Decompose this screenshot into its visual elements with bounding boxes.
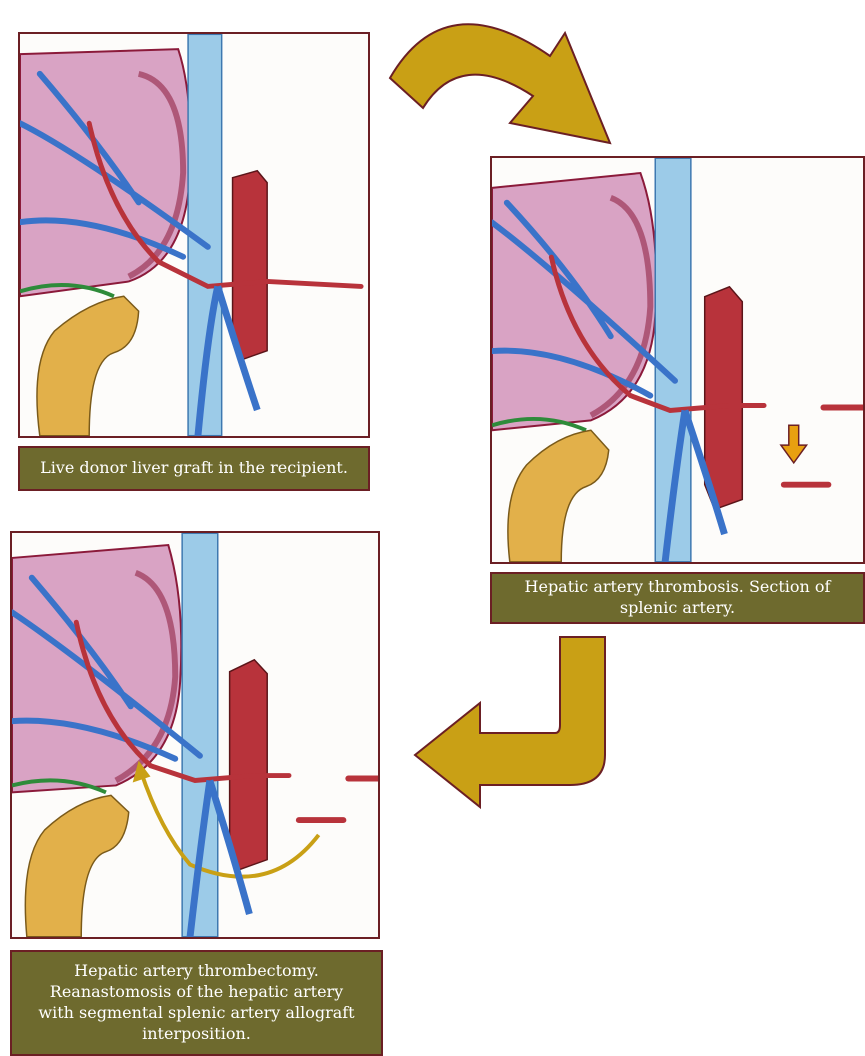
flow-arrow-to-step-3 <box>410 635 610 810</box>
caption-step-3: Hepatic artery thrombectomy. Reanastomos… <box>10 950 383 1056</box>
caption-step-2-text: Hepatic artery thrombosis. Section of sp… <box>525 577 831 619</box>
flow-arrow-to-step-2 <box>385 8 620 148</box>
panel-live-donor-graft <box>18 32 370 438</box>
caption-step-1-text: Live donor liver graft in the recipient. <box>40 458 348 479</box>
caption-step-1: Live donor liver graft in the recipient. <box>18 446 370 491</box>
thrombosis-illustration <box>492 158 863 562</box>
panel-thrombectomy-reanastomosis <box>10 531 380 939</box>
caption-step-2: Hepatic artery thrombosis. Section of sp… <box>490 572 865 624</box>
panel-hepatic-artery-thrombosis <box>490 156 865 564</box>
liver-graft-illustration <box>20 34 368 436</box>
reanastomosis-illustration <box>12 533 378 937</box>
caption-step-3-text: Hepatic artery thrombectomy. Reanastomos… <box>38 961 354 1044</box>
